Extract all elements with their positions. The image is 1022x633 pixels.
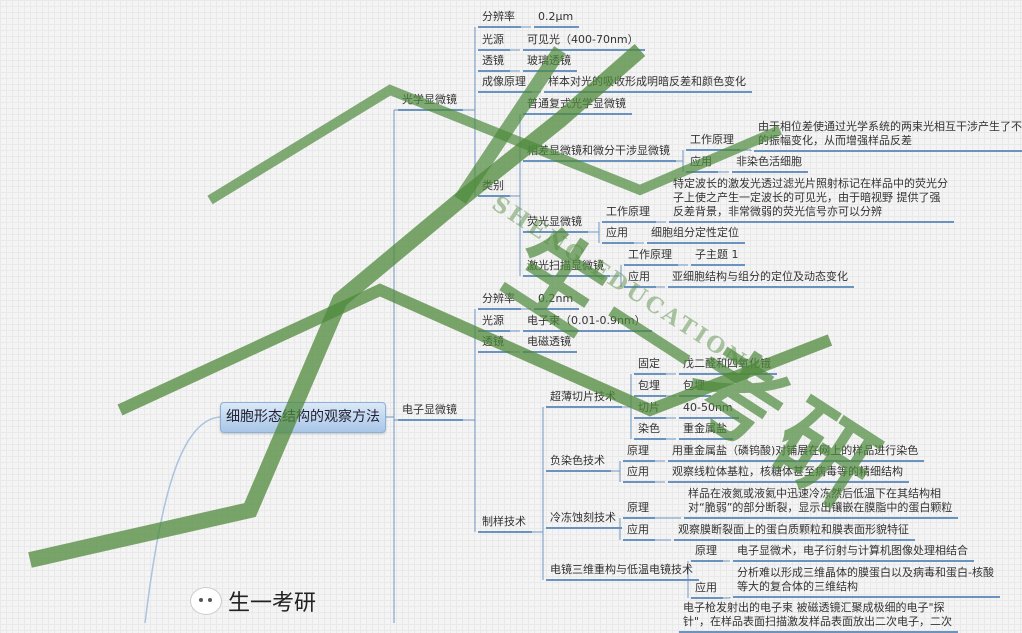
topic-l-laser[interactable]: 激光扫描显微镜	[523, 259, 610, 277]
topic-e-3d-p-v[interactable]: 电子显微术，电子衍射与计算机图像处理相结合	[733, 544, 974, 562]
topic-e-3d[interactable]: 电镜三维重构与低温电镜技术	[546, 563, 699, 581]
topic-l-fluo-app-v[interactable]: 细胞组分定性定位	[647, 226, 745, 244]
topic-e-res[interactable]: 分辨率	[478, 292, 521, 310]
topic-e-stain-v[interactable]: 重金属盐	[679, 422, 733, 440]
topic-e-emb-v[interactable]: 包埋	[679, 379, 711, 397]
topic-l-laser-app[interactable]: 应用	[624, 270, 656, 288]
wechat-account-name: 生一考研	[228, 591, 317, 616]
topic-e-3d-a-v[interactable]: 分析难以形成三维晶体的膜蛋白以及病毒和蛋白-核酸 等大的复合体的三维结构	[733, 566, 1000, 598]
topic-e-neg[interactable]: 负染色技术	[546, 454, 611, 472]
root-topic[interactable]: 细胞形态结构的观察方法	[220, 402, 386, 433]
topic-light[interactable]: 光学显微镜	[398, 93, 463, 111]
topic-e-src-v[interactable]: 电子束（0.01-0.9nm）	[523, 314, 652, 332]
topic-e-stain[interactable]: 染色	[634, 422, 666, 440]
topic-l-res-v[interactable]: 0.2μm	[534, 10, 580, 28]
topic-l-fluo[interactable]: 荧光显微镜	[523, 215, 588, 233]
topic-e-sem-v[interactable]: 电子枪发射出的电子束 被磁透镜汇聚成极细的电子"探 针"，在样品表面扫描激发样品…	[679, 601, 959, 633]
topic-e-ff-a-v[interactable]: 观察膜断裂面上的蛋白质颗粒和膜表面形貌特征	[674, 523, 915, 541]
topic-l-fluo-wp-v[interactable]: 特定波长的激发光透过滤光片照射标记在样品中的荧光分 子上使之产生一定波长的可见光…	[669, 177, 954, 223]
topic-e-ff-p-v[interactable]: 样品在液氮或液氦中迅速冷冻然后低温下在其结构相 对“脆弱”的部分断裂，显示出镶嵌…	[684, 487, 959, 519]
topic-e-cut[interactable]: 切片	[634, 401, 666, 419]
topic-e-ff-a[interactable]: 应用	[623, 523, 655, 541]
wechat-icon	[190, 587, 222, 615]
topic-l-phase-app[interactable]: 应用	[686, 155, 718, 173]
topic-l-fluo-app[interactable]: 应用	[602, 226, 634, 244]
wechat-watermark: 生一考研	[190, 585, 316, 617]
topic-e-neg-p[interactable]: 原理	[623, 444, 655, 462]
topic-e-cut-v[interactable]: 40-50nm	[679, 401, 739, 419]
topic-l-fluo-wp[interactable]: 工作原理	[602, 205, 656, 223]
topic-e-3d-a[interactable]: 应用	[691, 581, 723, 599]
topic-l-common[interactable]: 普通复式光学显微镜	[523, 97, 632, 115]
topic-e-prep[interactable]: 制样技术	[478, 515, 532, 533]
topic-e-emb[interactable]: 包埋	[634, 379, 666, 397]
topic-e-3d-p[interactable]: 原理	[691, 544, 723, 562]
topic-em[interactable]: 电子显微镜	[398, 403, 463, 421]
topic-e-ff-p[interactable]: 原理	[623, 501, 655, 519]
topic-l-src-v[interactable]: 可见光（400-70nm）	[523, 33, 645, 51]
topic-e-neg-a-v[interactable]: 观察线粒体基粒，核糖体甚至病毒等的精细结构	[668, 465, 909, 483]
topic-l-laser-app-v[interactable]: 亚细胞结构与组分的定位及动态变化	[668, 270, 854, 288]
topic-l-img-v[interactable]: 样本对光的吸收形成明暗反差和颜色变化	[544, 75, 752, 93]
topic-l-laser-wp-v[interactable]: 子主题 1	[691, 248, 745, 266]
topic-e-neg-p-v[interactable]: 用重金属盐（磷钨酸)对铺展在网上的样品进行染色	[668, 444, 925, 462]
topic-l-phase-wp[interactable]: 工作原理	[686, 133, 740, 151]
topic-e-fix[interactable]: 固定	[634, 357, 666, 375]
topic-l-laser-wp[interactable]: 工作原理	[624, 248, 678, 266]
topic-e-fix-v[interactable]: 戊二醛和四氧化锇	[679, 357, 777, 375]
topic-e-lens-v[interactable]: 电磁透镜	[523, 335, 577, 353]
topic-l-res[interactable]: 分辨率	[478, 10, 521, 28]
topic-e-ultra[interactable]: 超薄切片技术	[546, 390, 622, 408]
topic-l-cat[interactable]: 类别	[478, 179, 510, 197]
topic-e-ff[interactable]: 冷冻蚀刻技术	[546, 511, 622, 529]
topic-e-lens[interactable]: 透镜	[478, 335, 510, 353]
topic-l-phase[interactable]: 相差显微镜和微分干涉显微镜	[523, 144, 676, 162]
topic-e-res-v[interactable]: 0.2nm	[534, 292, 580, 310]
topic-l-lens[interactable]: 透镜	[478, 54, 510, 72]
topic-l-lens-v[interactable]: 玻璃透镜	[523, 54, 577, 72]
topic-l-phase-app-v[interactable]: 非染色活细胞	[732, 155, 808, 173]
topic-e-neg-a[interactable]: 应用	[623, 465, 655, 483]
topic-l-phase-wp-v[interactable]: 由于相位差使通过光学系统的两束光相互干涉产生了不同 的振幅变化，从而增强样品反差	[754, 120, 1022, 152]
topic-l-img[interactable]: 成像原理	[478, 75, 532, 93]
topic-e-src[interactable]: 光源	[478, 314, 510, 332]
topic-l-src[interactable]: 光源	[478, 33, 510, 51]
